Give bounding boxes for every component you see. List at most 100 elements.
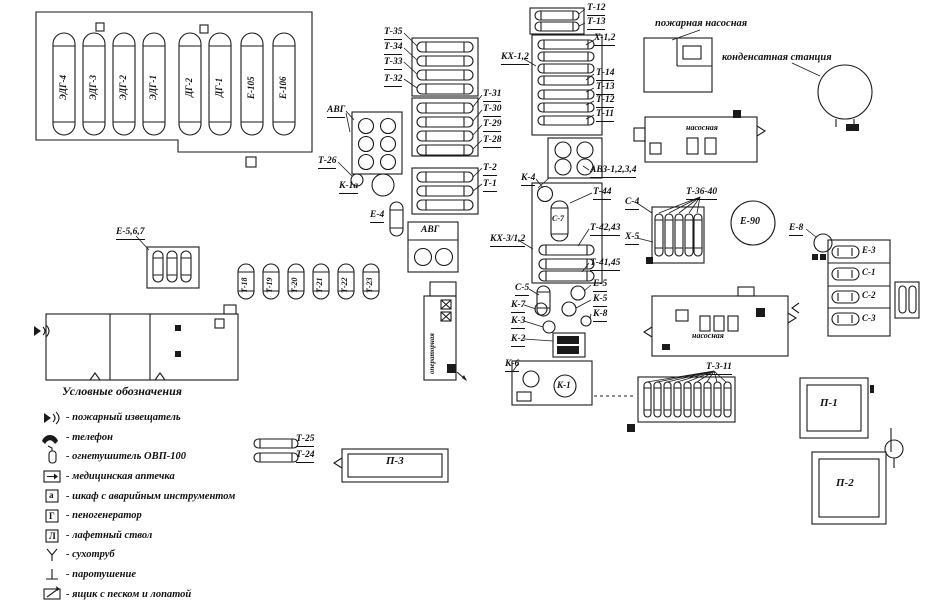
label-s5: С-5: [515, 283, 530, 296]
tank-dg2: [178, 32, 202, 136]
avz-unit: [547, 137, 603, 179]
label-avg-2: АВГ: [421, 225, 440, 235]
avg-unit-1: [350, 111, 403, 197]
k2-unit: [552, 332, 586, 358]
k1-vessel: [553, 374, 577, 398]
t28-t35-stack: [411, 37, 479, 157]
tank-edg1: [142, 32, 166, 136]
label-t14: Т-14: [596, 68, 615, 81]
label-t1: Т-1: [483, 179, 497, 192]
label-t44: Т-44: [593, 187, 612, 200]
tank-label-e105: Е-105: [246, 76, 256, 100]
legend-item-extinguisher: - огнетушитель ОВП-100: [66, 451, 186, 463]
tank-label-t21: Т-21: [315, 277, 324, 293]
label-t26: Т-26: [318, 156, 337, 169]
e567-unit: [146, 246, 200, 289]
label-p1: П-1: [820, 397, 838, 409]
legend-item-dry-pipe: - сухотруб: [66, 549, 115, 561]
label-t28: Т-28: [483, 135, 502, 148]
legend-item-telephone: - телефон: [66, 431, 113, 443]
southwest-building: [34, 304, 239, 381]
tank-label-t18: Т-18: [240, 277, 249, 293]
c2-vessel: [831, 290, 860, 304]
label-t33: Т-33: [384, 57, 403, 70]
legend-item-monitor-nozzle: - лафетный ствол: [66, 529, 153, 541]
leader-lines: [135, 8, 821, 383]
e3-vessel: [831, 245, 860, 259]
medkit-icon: [43, 470, 61, 483]
cabinet-icon: [45, 489, 59, 503]
label-s7: С-7: [552, 214, 564, 223]
c4-x5-unit: [646, 206, 705, 264]
label-t34: Т-34: [384, 42, 403, 55]
t12-t13-top-unit: [529, 7, 585, 35]
label-e5-right: Е-5: [593, 279, 608, 292]
label-t13: Т-13: [596, 82, 615, 95]
tank-dg1: [208, 32, 232, 136]
p2-building: [811, 428, 892, 525]
tank-seam-lines: [53, 45, 295, 123]
tank-label-t19: Т-19: [265, 277, 274, 293]
label-kh12: КХ-1,2: [501, 52, 529, 65]
label-t30: Т-30: [483, 104, 502, 117]
label-e567: Е-5,6,7: [116, 227, 145, 240]
legend-heading: Условные обозначения: [62, 384, 182, 398]
tank-label-t20: Т-20: [290, 277, 299, 293]
pump-building-2: [642, 286, 798, 357]
label-k2: К-2: [511, 334, 526, 347]
label-c1: С-1: [862, 267, 876, 277]
monitor-stand-icon: [245, 156, 257, 168]
label-k5: К-5: [593, 294, 608, 307]
condensate-tank: [817, 64, 873, 131]
label-t25: Т-25: [296, 434, 315, 447]
tank-label-t23: Т-23: [365, 277, 374, 293]
p3-building: [332, 448, 449, 483]
legend-item-fire-detector: - пожарный извещатель: [66, 412, 181, 424]
legend-items: - пожарный извещатель - телефон - огнетуши…: [66, 408, 235, 602]
k6-box: [511, 360, 593, 406]
label-c3: С-3: [862, 313, 876, 323]
t26-vessel: [350, 173, 364, 187]
label-t24: Т-24: [296, 450, 315, 463]
label-t12-top: Т-12: [587, 3, 606, 16]
label-k8: К-8: [593, 309, 608, 322]
monitor-icon-letter: Л: [49, 531, 56, 541]
label-k3: К-3: [511, 316, 526, 329]
hydrant-circle: [884, 439, 904, 468]
foam-generator-icon-letter: Г: [49, 511, 55, 521]
tank-farm-outline: [35, 11, 313, 153]
legend-item-foam-generator: - пеногенератор: [66, 510, 142, 522]
label-e4: Е-4: [370, 210, 385, 223]
steam-icon: [46, 569, 58, 580]
detector-icon: [199, 24, 209, 34]
foam-generator-icon: [45, 509, 59, 523]
e5-vessel: [570, 285, 586, 301]
label-avg-1: АВГ: [327, 105, 346, 118]
kh12-stack: [531, 34, 603, 136]
dry-pipe-icon: [46, 548, 58, 561]
right-tank-group: [791, 239, 920, 337]
t1-t2-stack: [411, 167, 479, 215]
t24-t25-vessels: [253, 438, 299, 463]
k4-vessel: [536, 185, 554, 203]
k1a-vessel: [371, 173, 395, 197]
label-t32: Т-32: [384, 74, 403, 87]
tank-label-edg2: ЭДГ-2: [118, 75, 128, 100]
label-control-room: операторная: [428, 333, 436, 374]
tank-label-edg3: ЭДГ-3: [88, 75, 98, 100]
fire-detector-icon: [44, 411, 60, 425]
c3-vessel: [831, 312, 860, 326]
e8-unit: [812, 233, 833, 260]
tank-e106: [272, 32, 296, 136]
detector-icon: [95, 22, 105, 32]
label-t41-45: Т-41,45: [590, 258, 621, 271]
label-t42-43: Т-42,43: [590, 223, 621, 236]
cabinet-icon-letter: а: [49, 490, 54, 500]
t18-t23-row: [237, 263, 380, 300]
label-t36-40: Т-36-40: [686, 187, 718, 200]
label-t31: Т-31: [483, 89, 502, 102]
s7-column: [550, 200, 569, 242]
label-k1: К-1: [557, 380, 571, 390]
